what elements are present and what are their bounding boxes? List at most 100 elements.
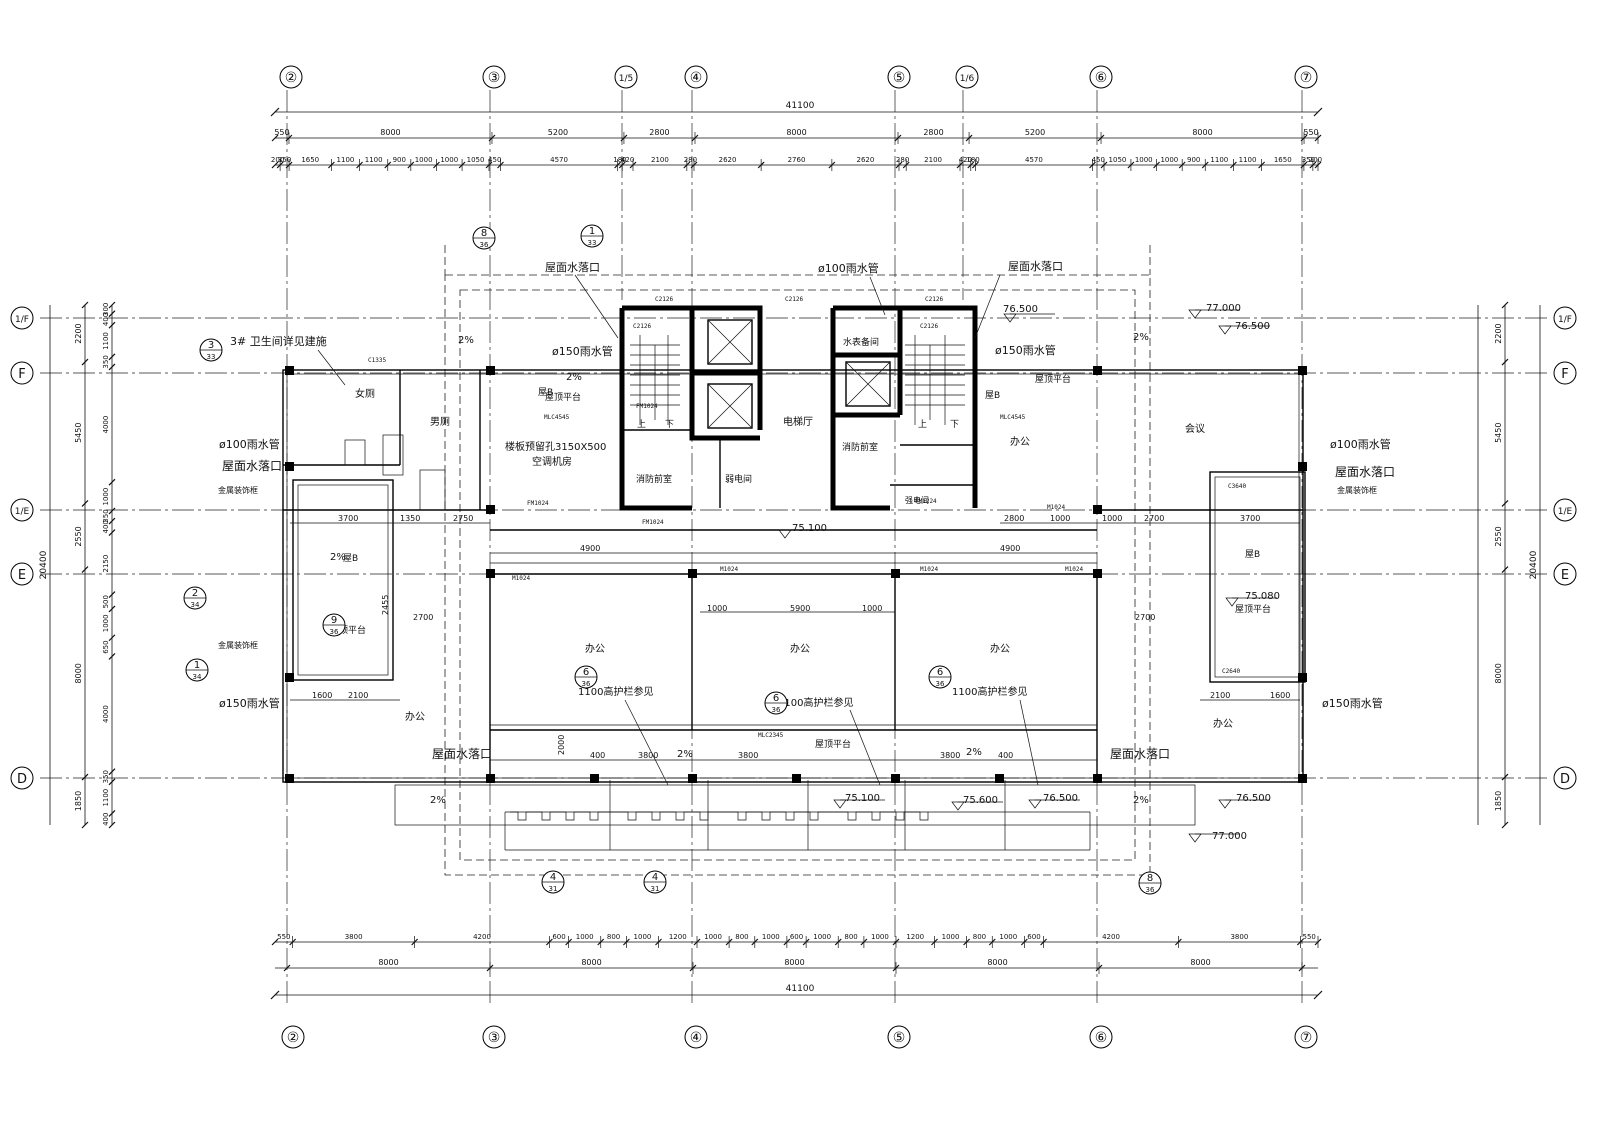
slope-value: 2% <box>458 335 474 346</box>
axis-label: ③ <box>488 1030 501 1046</box>
dim-value: 1600 <box>312 691 332 700</box>
dim-value: 4900 <box>1000 544 1020 553</box>
dim-value: 5450 <box>1494 423 1503 443</box>
dim-tick <box>81 358 89 366</box>
note: ø150雨水管 <box>552 344 613 358</box>
dim-value: 1100 <box>1239 156 1257 164</box>
room-label: 水表备间 <box>843 336 879 348</box>
dim-value: 1600 <box>1270 691 1290 700</box>
detail-sheet: 36 <box>936 680 945 688</box>
opening-tag: C3640 <box>1228 483 1246 490</box>
dim-tick <box>108 591 116 598</box>
dim-value: 600 <box>790 933 803 941</box>
dim-value: 4200 <box>473 933 491 941</box>
detail-bubble: 431 <box>643 870 667 894</box>
slope-value: 2% <box>1133 795 1149 806</box>
level-mark: 77.000 <box>1188 831 1247 843</box>
room-label: 下 <box>950 420 959 430</box>
note: 屋B <box>1245 549 1260 560</box>
detail-bubble: 936 <box>322 613 346 637</box>
axis-bubble: 1/6 <box>955 65 979 89</box>
dim-value: 280 <box>896 156 909 164</box>
dim-value: 450 <box>1092 156 1105 164</box>
detail-sheet: 36 <box>1146 886 1155 894</box>
detail-bubble: 134 <box>185 658 209 682</box>
dim-value: 420 <box>621 156 634 164</box>
note: 屋面水落口 <box>545 261 600 274</box>
dim-tick <box>1501 821 1509 829</box>
dim-value: 400 <box>998 751 1013 760</box>
dim-value: 180 <box>966 156 979 164</box>
dim-value: 5200 <box>548 128 568 137</box>
note: ø100雨水管 <box>818 261 879 275</box>
dim-value: 4200 <box>1102 933 1120 941</box>
level-mark: 75.100 <box>778 523 830 539</box>
dim-value: 2700 <box>1144 514 1164 523</box>
dim-value: 3800 <box>738 751 758 760</box>
dim-tick <box>81 821 89 829</box>
dim-value: 1850 <box>74 791 83 811</box>
detail-sheet: 33 <box>207 353 216 361</box>
level-value: 75.100 <box>792 523 827 534</box>
room-label: 办公 <box>405 710 425 723</box>
detail-number: 6 <box>773 693 779 704</box>
dim-value: 1000 <box>576 933 594 941</box>
dim-tick <box>108 529 116 537</box>
axis-bubble: ③ <box>482 1025 506 1049</box>
dim-value: 5200 <box>1025 128 1045 137</box>
dim-value: 2760 <box>788 156 806 164</box>
axis-label: ⑦ <box>1300 1030 1313 1046</box>
axis-label: D <box>17 772 27 787</box>
axis-bubble: 1/5 <box>614 65 638 89</box>
axis-bubble: D <box>1553 766 1577 790</box>
interior-dimensions: 3700 1350 2750 4900 4900 2800 1000 1000 … <box>290 514 1300 761</box>
dim-tick <box>108 517 116 525</box>
detail-bubble: 431 <box>541 870 565 894</box>
detail-number: 6 <box>583 667 589 678</box>
axis-label: ⑦ <box>1300 70 1313 86</box>
note: 屋B <box>343 553 358 564</box>
room-label: 男厕 <box>430 416 450 428</box>
dim-value: 1000 <box>1102 514 1122 523</box>
room-label: 下 <box>665 420 674 430</box>
opening-tag: C2126 <box>633 323 651 330</box>
axis-bubble: ② <box>281 1025 305 1049</box>
dim-tick <box>81 566 89 573</box>
axis-bubble: E <box>1553 562 1577 586</box>
dim-value: 1650 <box>301 156 319 164</box>
axis-label: D <box>1560 772 1570 787</box>
dim-total-left: 20400 <box>39 550 49 579</box>
dim-value: 550 <box>274 128 289 137</box>
dim-value: 2800 <box>923 128 943 137</box>
note: 3# 卫生间详见建施 <box>230 334 327 348</box>
axis-label: ③ <box>488 70 501 86</box>
bottom-railing <box>394 780 1196 851</box>
dim-value: 400 <box>102 813 110 826</box>
dim-value: 800 <box>973 933 986 941</box>
detail-bubble: 133 <box>580 224 604 248</box>
detail-number: 8 <box>1147 873 1153 884</box>
slope-value: 2% <box>430 795 446 806</box>
note: 金属装饰框 <box>218 640 258 650</box>
detail-sheet: 36 <box>582 680 591 688</box>
axis-label: F <box>18 367 25 382</box>
axis-bubbles-right: 1/F F 1/E E D <box>1553 306 1577 790</box>
dim-total-right: 20400 <box>1529 550 1539 579</box>
dim-value: 1850 <box>1494 791 1503 811</box>
dim-tick <box>283 964 291 972</box>
level-marks: 76.500 77.000 76.500 75.100 75.080 75.10… <box>778 303 1280 843</box>
dim-tick <box>108 634 116 642</box>
axis-label: F <box>1561 367 1568 382</box>
dim-chain-left-inner: 3004001100350400010003504002150500100065… <box>102 301 116 829</box>
slope-value: 2% <box>330 552 346 563</box>
dim-tick <box>108 810 116 817</box>
axis-bubble: ③ <box>482 65 506 89</box>
dim-value: 2100 <box>924 156 942 164</box>
dim-value: 1100 <box>1210 156 1228 164</box>
dim-value: 1000 <box>1050 514 1070 523</box>
detail-sheet: 33 <box>588 239 597 247</box>
dim-value: 1050 <box>467 156 485 164</box>
